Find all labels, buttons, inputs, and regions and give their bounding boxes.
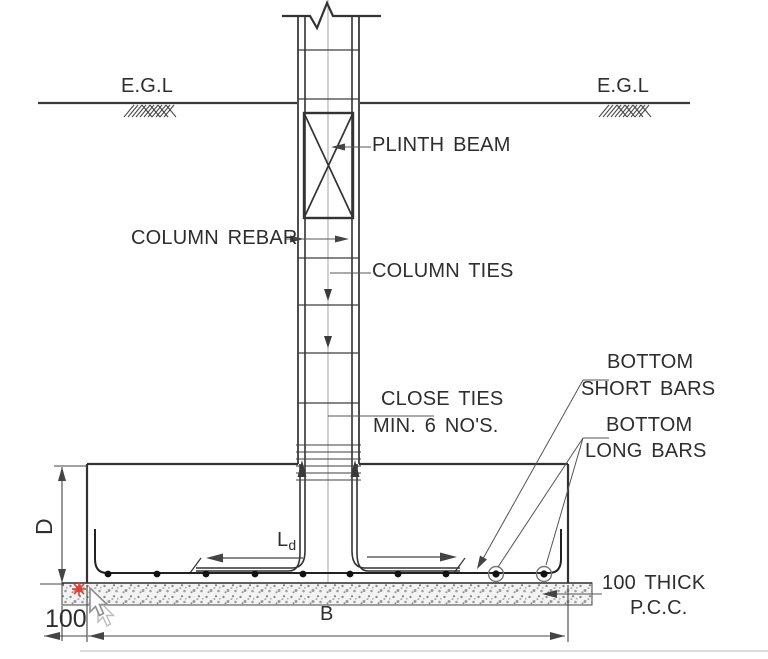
leader-plinth-beam [331,143,371,151]
column-ties-label: COLUMN TIES [372,260,514,282]
leader-bottom-long-bars [497,437,609,568]
pcc-projection-dimension-label: 100 [45,605,87,633]
bottom-long-bars-label-line1: BOTTOM [606,414,693,436]
column-rebar-label: COLUMN REBAR [131,227,298,249]
long-bar-circles [487,565,553,583]
dim-depth [40,465,87,585]
dim-width-b [88,585,569,642]
ld-arrow-left [206,553,303,563]
column-break-symbol [282,0,381,31]
depth-dimension-label: D [31,518,57,535]
egl-left-label: E.G.L [121,75,174,97]
ground-hatch-right-icon [598,104,652,118]
red-marker-icon [72,582,86,596]
egl-right-label: E.G.L [597,75,650,97]
bottom-short-bars-label-line2: SHORT BARS [581,378,716,400]
bottom-short-bars-label-line1: BOTTOM [607,351,694,373]
leader-column-rebar [285,235,349,243]
dim-pcc-projection [44,585,88,642]
column-rebar-lines [189,16,466,574]
rebar-direction-arrows [324,289,332,348]
column-outline [297,16,360,464]
footing-outline [85,462,570,583]
bottom-long-bars-label-line2: LONG BARS [585,440,707,462]
pcc-label-line2: P.C.C. [630,597,688,619]
bottom-bar [94,529,562,574]
bottom-bar-dots [104,570,450,578]
ground-hatch-left-icon [123,104,177,118]
close-ties-label-line1: CLOSE TIES [381,388,504,410]
pcc-layer [61,582,593,606]
width-dimension-label: B [320,603,334,625]
lap-length-arrows [297,460,360,477]
pcc-label-line1: 100 THICK [602,572,706,594]
mouse-cursor-icon [89,586,116,627]
ld-sub: d [288,537,297,553]
plinth-beam-label: PLINTH BEAM [372,134,511,156]
leader-pcc [542,590,602,598]
close-ties-lines [296,444,361,481]
column-ties-lines [298,49,359,404]
plinth-beam-box [302,111,355,220]
leader-bottom-short-bars [477,379,609,569]
close-ties-label-line2: MIN. 6 NO'S. [373,415,499,437]
ld-main: L [277,529,289,551]
ld-arrow-right [367,552,457,562]
development-length-label: Ld [277,530,296,552]
